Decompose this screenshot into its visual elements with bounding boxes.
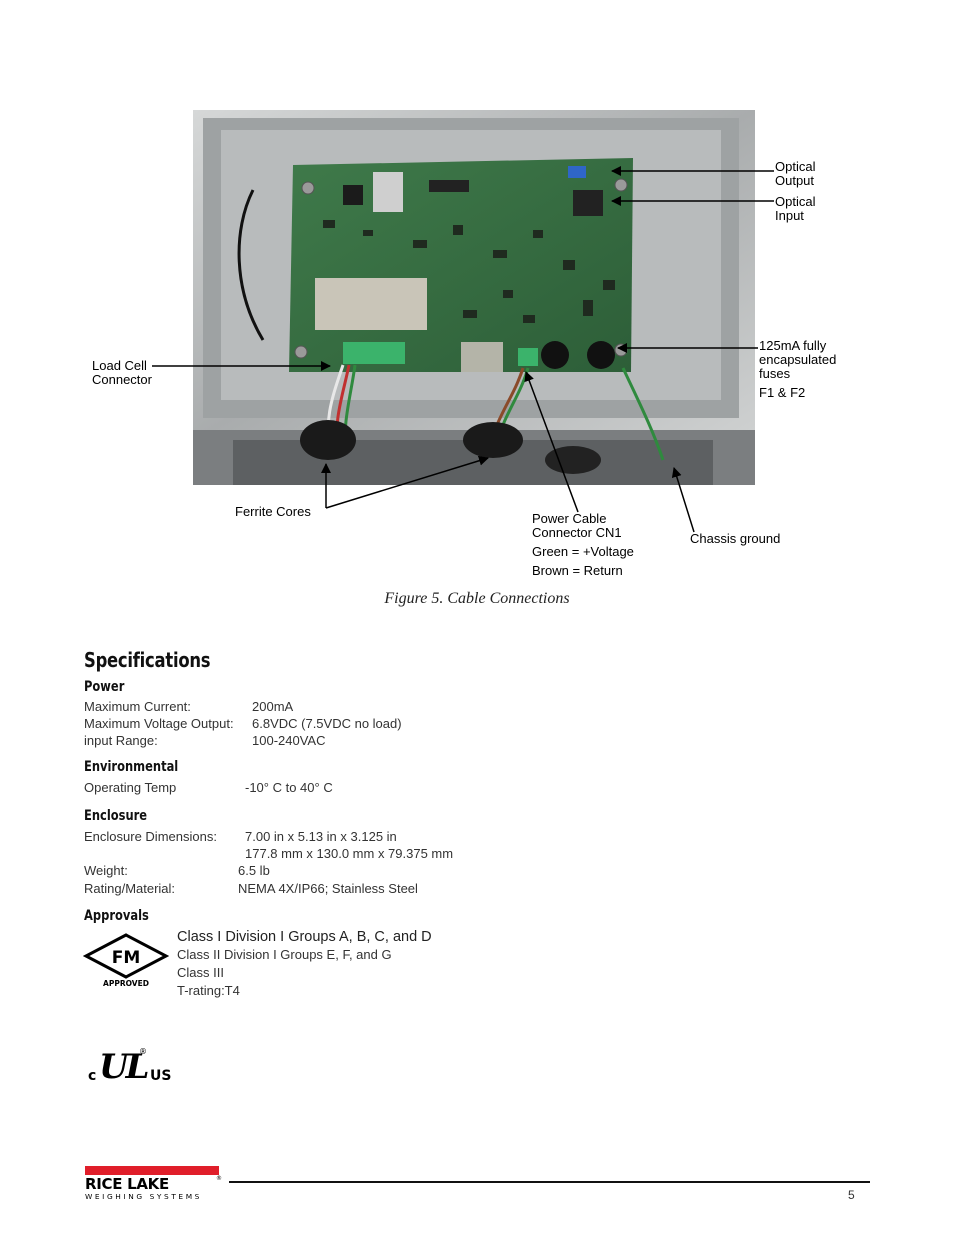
footer-rule bbox=[229, 1181, 870, 1183]
brand-sub: WEIGHING SYSTEMS bbox=[85, 1192, 202, 1201]
spec-value: 177.8 mm x 130.0 mm x 79.375 mm bbox=[245, 846, 454, 861]
approval-line: Class II Division I Groups E, F, and G bbox=[177, 947, 392, 962]
spec-row: Weight: 6.5 lb bbox=[84, 863, 270, 879]
environmental-heading: Environmental bbox=[84, 759, 179, 775]
enclosure-heading: Enclosure bbox=[84, 808, 148, 824]
spec-value: 7.00 in x 5.13 in x 3.125 in bbox=[245, 829, 397, 844]
spec-value: NEMA 4X/IP66; Stainless Steel bbox=[238, 881, 418, 896]
fm-logo-text: FM bbox=[112, 948, 141, 968]
fm-logo-sub: APPROVED bbox=[103, 979, 149, 988]
callout-optical-input: Optical Input bbox=[775, 195, 815, 223]
callout-text: Output bbox=[775, 173, 815, 188]
fm-approved-logo: FM APPROVED bbox=[83, 933, 169, 988]
cul-ul: UL bbox=[99, 1047, 148, 1085]
callout-text: 125mA fully bbox=[759, 338, 827, 353]
approval-line: Class I Division I Groups A, B, C, and D bbox=[177, 929, 432, 945]
approvals-heading: Approvals bbox=[84, 908, 149, 924]
cul-registered: ® bbox=[139, 1047, 147, 1056]
callout-text: Connector bbox=[92, 372, 152, 387]
callout-text: Ferrite Cores bbox=[235, 504, 311, 519]
spec-label: input Range: bbox=[84, 733, 158, 748]
callout-text: Input bbox=[775, 208, 804, 223]
spec-label: Maximum Current: bbox=[84, 699, 191, 714]
cul-us-logo: c UL ® US bbox=[88, 1047, 171, 1085]
spec-label: Enclosure Dimensions: bbox=[84, 829, 217, 844]
spec-label: Rating/Material: bbox=[84, 881, 176, 896]
callout-text: encapsulated bbox=[759, 352, 837, 367]
power-heading: Power bbox=[84, 679, 125, 695]
callout-text: Optical bbox=[775, 159, 816, 174]
callout-ferrite-cores: Ferrite Cores bbox=[235, 505, 311, 519]
callout-text: Connector CN1 bbox=[532, 525, 622, 540]
page-number: 5 bbox=[848, 1188, 855, 1202]
spec-row: Enclosure Dimensions: 7.00 in x 5.13 in … bbox=[84, 829, 397, 845]
spec-value: 100-240VAC bbox=[252, 733, 326, 748]
callout-text: Chassis ground bbox=[690, 531, 781, 546]
spec-row: Rating/Material: NEMA 4X/IP66; Stainless… bbox=[84, 881, 418, 897]
spec-label: Weight: bbox=[84, 863, 128, 878]
callout-fuses: 125mA fully encapsulated fuses F1 & F2 bbox=[759, 339, 836, 400]
section-title: Specifications bbox=[84, 648, 211, 672]
callout-text: Green = +Voltage bbox=[532, 544, 634, 559]
callout-chassis-ground: Chassis ground bbox=[690, 532, 780, 546]
callout-text: Optical bbox=[775, 194, 816, 209]
callout-optical-output: Optical Output bbox=[775, 160, 815, 188]
spec-value: 200mA bbox=[252, 699, 294, 714]
brand-registered: ® bbox=[216, 1175, 222, 1182]
spec-row: Maximum Voltage Output: 6.8VDC (7.5VDC n… bbox=[84, 716, 402, 732]
spec-row: Maximum Current: 200mA bbox=[84, 699, 293, 715]
figure-caption: Figure 5. Cable Connections bbox=[384, 590, 570, 607]
callout-text: Brown = Return bbox=[532, 563, 623, 578]
approval-line: T-rating:T4 bbox=[177, 983, 240, 998]
callout-text: fuses bbox=[759, 366, 791, 381]
callout-power-cable: Power Cable Connector CN1 Green = +Volta… bbox=[532, 512, 634, 578]
brand-bar bbox=[85, 1166, 219, 1175]
callout-text: F1 & F2 bbox=[759, 385, 806, 400]
approval-line: Class III bbox=[177, 965, 224, 980]
spec-value: -10° C to 40° C bbox=[245, 780, 333, 795]
circuit-board-photo bbox=[193, 110, 755, 485]
spec-row: input Range: 100-240VAC bbox=[84, 733, 325, 749]
spec-value: 6.8VDC (7.5VDC no load) bbox=[252, 716, 402, 731]
spec-label: Operating Temp bbox=[84, 780, 177, 795]
callout-text: Load Cell bbox=[92, 358, 147, 373]
rice-lake-logo: RICE LAKE ® WEIGHING SYSTEMS bbox=[85, 1166, 222, 1201]
cul-c: c bbox=[88, 1068, 96, 1084]
cul-us: US bbox=[150, 1068, 171, 1084]
spec-value: 6.5 lb bbox=[238, 863, 270, 878]
callout-text: Power Cable bbox=[532, 511, 607, 526]
brand-name: RICE LAKE bbox=[85, 1175, 169, 1193]
spec-row: Operating Temp -10° C to 40° C bbox=[84, 780, 333, 796]
callout-load-cell-connector: Load Cell Connector bbox=[92, 359, 152, 387]
spec-label: Maximum Voltage Output: bbox=[84, 716, 234, 731]
